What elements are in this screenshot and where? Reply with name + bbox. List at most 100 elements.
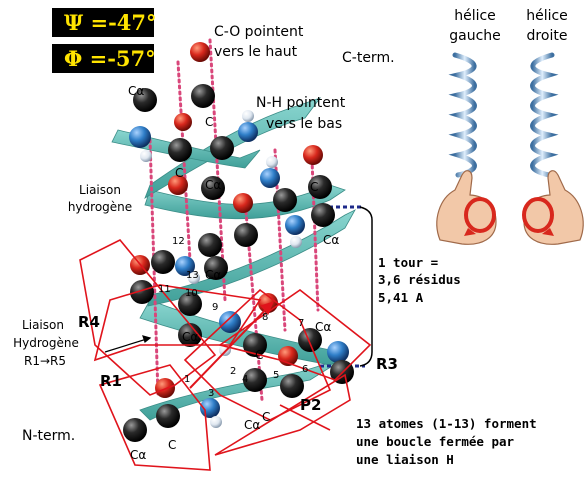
carbon-atom [133,88,157,112]
carbon-atom [156,404,180,428]
oxygen-atom [155,378,175,398]
residue-number-label: 11 [158,284,171,295]
hydrogen-atom [188,272,200,284]
atom-label-c-2: C [175,166,184,180]
residue-r4-label: R4 [78,313,100,331]
oxygen-atom [174,113,192,131]
carbon-atom [280,374,304,398]
carbon-atom [191,84,215,108]
loop-label-2: une boucle fermée par [356,434,515,449]
hands-illustration [436,170,584,245]
atom-label-c-bottom: C [168,438,177,452]
residue-number-label: 10 [185,288,198,299]
turn-label-3: 5,41 A [378,290,424,305]
turn-label-1: 1 tour = [378,255,439,270]
phi-angle-box: Φ =-57° [52,44,156,73]
carbon-atom [298,328,322,352]
nitrogen-atom [260,168,280,188]
carbon-atom [130,280,154,304]
carbon-atom [243,333,267,357]
turn-brace [359,206,373,367]
carbon-atom [123,418,147,442]
residue-p2-label: P2 [300,396,322,414]
nitrogen-atom [238,122,258,142]
left-helix-label-1: hélice [454,8,496,24]
residue-number-label: 5 [273,370,279,381]
nitrogen-atom [327,341,349,363]
carbon-atom [243,368,267,392]
atom-label-c-top: C [205,115,214,129]
carbon-atom [168,138,192,162]
carbon-atom [273,188,297,212]
carbon-atom [210,136,234,160]
nitrogen-atom [129,126,151,148]
nh-down-label-1: N-H pointent [256,95,346,111]
atom-label-ca-5: Cα [315,320,332,334]
nitrogen-atom [285,215,305,235]
residue-number-label: 1 [184,374,190,385]
loop-label-1: 13 atomes (1-13) forment [356,416,537,431]
atom-label-ca-3: Cα [323,233,340,247]
hydrogen-atom [290,236,302,248]
right-helix-label-1: hélice [526,8,568,24]
hbond-label-1: Liaison [79,183,121,197]
atom-label-ca-top: Cα [128,84,145,98]
hydrogen-atom [266,156,278,168]
c-term-label: C-term. [342,50,395,66]
residue-number-label: 9 [212,302,218,313]
carbon-atom [234,223,258,247]
atom-label-ca-6: Cα [244,418,261,432]
carbon-atom [178,323,202,347]
atom-label-ca-bottom: Cα [130,448,147,462]
hbond-r1r5-label-3: R1→R5 [24,354,66,368]
hbond-red-arrow [189,301,274,389]
n-term-label: N-term. [22,428,76,444]
co-up-label-1: C-O pointent [214,24,304,40]
atom-label-c-3: C [310,180,319,194]
carbon-atom [204,256,228,280]
turn-label-2: 3,6 résidus [378,272,461,287]
carbon-atom [178,292,202,316]
residue-number-label: 7 [298,318,304,329]
atom-label-c-4: C [255,348,264,362]
residue-number-label: 2 [230,366,236,377]
atom-label-c-5: C [262,410,271,424]
carbon-atom [198,233,222,257]
atom-label-ca-2: Cα [205,178,222,192]
residue-number-label: 12 [172,236,185,247]
residue-number-label: 6 [302,364,308,375]
atom-label-ca-4: Cα [182,330,199,344]
residue-number-label: 4 [242,374,248,385]
residue-r1-label: R1 [100,372,122,390]
carbon-atom [201,176,225,200]
oxygen-atom [303,145,323,165]
nh-down-label-2: vers le bas [266,116,343,132]
co-up-label-2: vers le haut [214,44,298,60]
residue-number-label: 13 [186,270,199,281]
carbon-atom [308,175,332,199]
loop-label-3: une liaison H [356,452,454,467]
nitrogen-atom [175,256,195,276]
atom-label-ca-mid: Cα [205,268,222,282]
oxygen-atom [168,175,188,195]
right-helix-spring [530,52,559,178]
hydrogen-atom [210,416,222,428]
residue-r3-label: R3 [376,355,398,373]
oxygen-atom [190,42,210,62]
psi-angle-box: Ψ =-47° [52,8,157,37]
left-helix-label-2: gauche [449,28,501,44]
hbond-arrow [104,335,152,353]
right-helix-label-2: droite [526,28,568,44]
residue-frames [79,238,372,471]
hbond-r1r5-label-2: Hydrogène [13,336,79,350]
left-helix-spring [448,52,477,178]
oxygen-atom [233,193,253,213]
carbon-atom [151,250,175,274]
residue-number-label: 8 [262,312,268,323]
residue-number-label: 3 [208,388,214,399]
carbon-atom [311,203,335,227]
hbond-r1r5-label-1: Liaison [22,318,64,332]
nitrogen-atom [219,311,241,333]
